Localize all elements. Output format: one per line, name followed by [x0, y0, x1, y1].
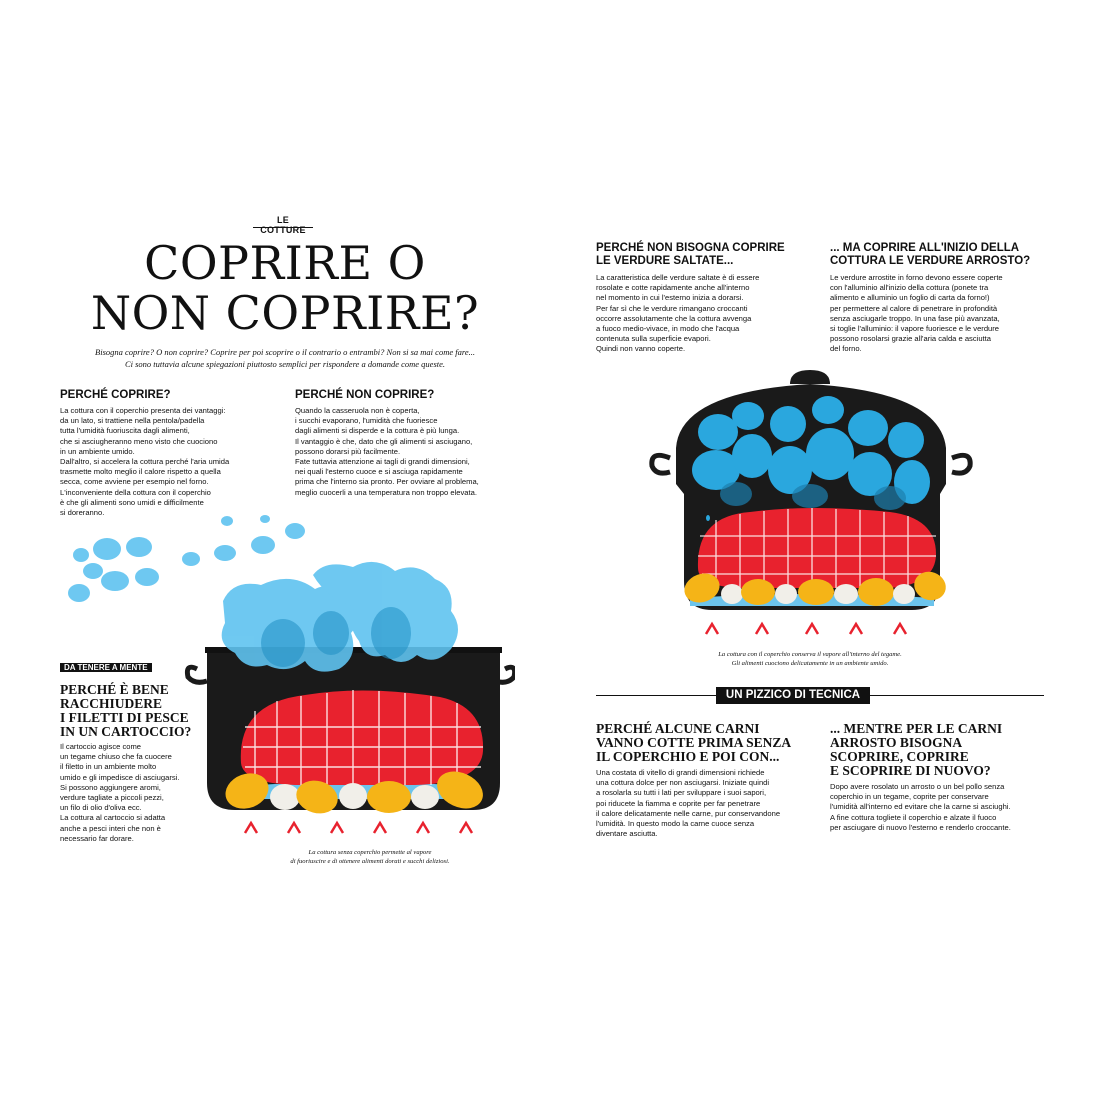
- caption-covered: La cottura con il coperchio conserva il …: [718, 651, 902, 667]
- heading-why-not-cover: PERCHÉ NON COPRIRE?: [295, 389, 435, 401]
- heading-roasted-line-2: COTTURA LE VERDURE ARROSTO?: [830, 255, 1031, 267]
- body-roasted-vegetables: Le verdure arrostite in forno devono ess…: [830, 273, 1003, 354]
- pot-rim: [205, 647, 502, 653]
- divider-right: [870, 695, 1044, 696]
- caption-uncovered: La cottura senza coperchio permette al v…: [290, 849, 450, 865]
- column-roast-meats: ... MENTRE PER LE CARNI ARROSTO BISOGNA …: [830, 722, 1055, 833]
- tip-heading-line-4: IN UN CARTOCCIO?: [60, 724, 192, 739]
- body-why-not-cover: Quando la casseruola non è coperta, i su…: [295, 406, 479, 497]
- heading-sauteed-line-2: LE VERDURE SALTATE...: [596, 255, 734, 267]
- roast-meat: [697, 508, 936, 588]
- intro-line-2: Ci sono tuttavia alcune spiegazioni piut…: [124, 359, 446, 369]
- divider-left: [596, 695, 716, 696]
- steam-shadow: [261, 607, 411, 667]
- column-why-cover: PERCHÉ COPRIRE? La cottura con il coperc…: [60, 389, 285, 518]
- intro: Bisogna coprire? O non coprire? Coprire …: [60, 346, 510, 370]
- sidebar-tip: DA TENERE A MENTE PERCHÉ È BENE RACCHIUD…: [60, 657, 230, 844]
- steam-shadow: [720, 482, 906, 510]
- vegetables: [225, 771, 483, 814]
- body-meats: Una costata di vitello di grandi dimensi…: [596, 768, 781, 839]
- roast-meat: [240, 690, 484, 785]
- tip-heading-line-3: I FILETTI DI PESCE: [60, 710, 189, 725]
- uncovered-pot-illustration: [68, 515, 515, 834]
- pot-handle-right: [951, 452, 973, 476]
- pot-handle-left: [649, 452, 671, 476]
- heading-roast-line-4: E SCOPRIRE DI NUOVO?: [830, 763, 991, 778]
- column-sauteed-vegetables: PERCHÉ NON BISOGNA COPRIRE LE VERDURE SA…: [596, 242, 826, 355]
- heading-roast-line-1: ... MENTRE PER LE CARNI: [830, 721, 1003, 736]
- tip-heading-line-2: RACCHIUDERE: [60, 696, 163, 711]
- vegetables: [684, 571, 946, 606]
- pot-handle-left: [184, 664, 208, 685]
- heading-sauteed-vegetables: PERCHÉ NON BISOGNA COPRIRE LE VERDURE SA…: [596, 242, 826, 268]
- heading-roast-meats: ... MENTRE PER LE CARNI ARROSTO BISOGNA …: [830, 722, 1055, 778]
- intro-line-1: Bisogna coprire? O non coprire? Coprire …: [95, 347, 475, 357]
- kicker: LE COTTURE: [260, 215, 306, 235]
- column-meats-uncover-then-cover: PERCHÉ ALCUNE CARNI VANNO COTTE PRIMA SE…: [596, 722, 821, 839]
- lid-knob: [790, 370, 830, 384]
- covered-pot-illustration: [649, 370, 973, 635]
- trapped-steam: [692, 396, 930, 504]
- tip-tag: DA TENERE A MENTE: [60, 663, 152, 672]
- pot-handle-right: [494, 664, 515, 685]
- kicker-rule: [253, 227, 313, 228]
- heading-roasted-line-1: ... MA COPRIRE ALL'INIZIO DELLA: [830, 242, 1020, 254]
- page-title: COPRIRE O NON COPRIRE?: [60, 238, 510, 338]
- tip-heading-line-1: PERCHÉ È BENE: [60, 682, 169, 697]
- flames: [704, 621, 908, 635]
- heading-meats: PERCHÉ ALCUNE CARNI VANNO COTTE PRIMA SE…: [596, 722, 821, 764]
- flames: [243, 820, 474, 834]
- tip-heading: PERCHÉ È BENE RACCHIUDERE I FILETTI DI P…: [60, 683, 230, 739]
- heading-roasted-vegetables: ... MA COPRIRE ALL'INIZIO DELLA COTTURA …: [830, 242, 1050, 268]
- column-why-not-cover: PERCHÉ NON COPRIRE? Quando la casseruola…: [295, 389, 520, 498]
- heading-meats-line-1: PERCHÉ ALCUNE CARNI: [596, 721, 760, 736]
- title-line-2: NON COPRIRE?: [90, 286, 480, 340]
- body-sauteed-vegetables: La caratteristica delle verdure saltate …: [596, 273, 760, 354]
- column-roasted-vegetables: ... MA COPRIRE ALL'INIZIO DELLA COTTURA …: [830, 242, 1050, 355]
- heading-roast-line-2: ARROSTO BISOGNA: [830, 735, 963, 750]
- body-why-cover: La cottura con il coperchio presenta dei…: [60, 406, 230, 518]
- title-line-1: COPRIRE O: [144, 236, 426, 290]
- heading-meats-line-3: IL COPERCHIO E POI CON...: [596, 749, 780, 764]
- body-roast-meats: Dopo avere rosolato un arrosto o un bel …: [830, 782, 1011, 832]
- heading-sauteed-line-1: PERCHÉ NON BISOGNA COPRIRE: [596, 242, 785, 254]
- heading-roast-line-3: SCOPRIRE, COPRIRE: [830, 749, 969, 764]
- section-label: UN PIZZICO DI TECNICA: [716, 687, 870, 704]
- heading-why-cover: PERCHÉ COPRIRE?: [60, 389, 171, 401]
- heading-meats-line-2: VANNO COTTE PRIMA SENZA: [596, 735, 792, 750]
- tip-body: Il cartoccio agisce come un tegame chius…: [60, 742, 180, 843]
